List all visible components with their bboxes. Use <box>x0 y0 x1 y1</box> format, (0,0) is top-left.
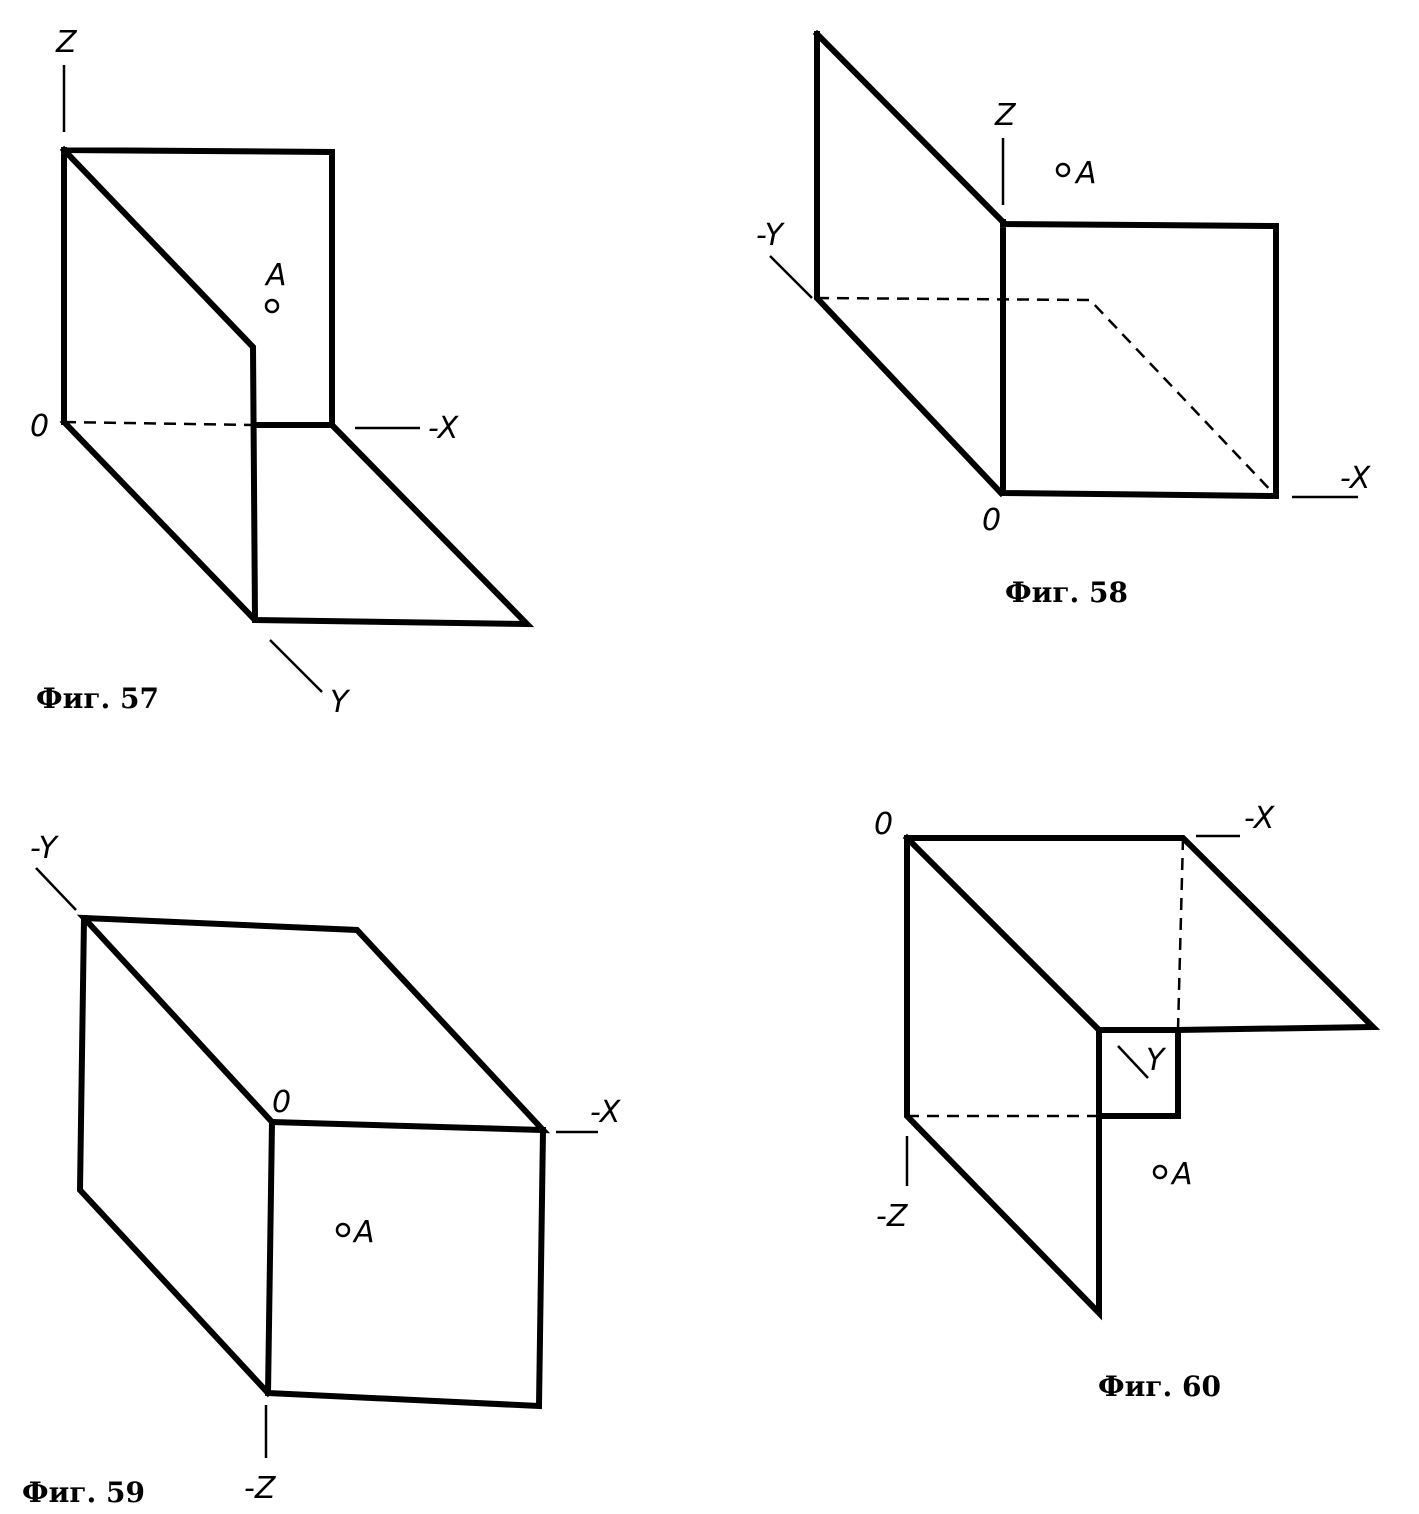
fig59-origin-label: 0 <box>272 1085 291 1120</box>
fig57-z-label: Z <box>55 25 78 60</box>
fig60-y-label: Y <box>1146 1043 1167 1078</box>
fig57-vertical-plane <box>60 146 335 428</box>
fig60-point-a-label: A <box>1170 1157 1193 1192</box>
fig59-profile-plane <box>76 914 273 1398</box>
fig58-point-a-label: A <box>1074 156 1097 191</box>
fig57-point-a <box>264 298 280 314</box>
fig59-y-axis <box>35 867 77 911</box>
fig58-y-axis <box>769 255 813 299</box>
fig58-point-a <box>1055 162 1071 178</box>
fig60-vertical-plane-visible <box>1096 1027 1181 1119</box>
fig58-vertical-plane <box>999 219 1279 500</box>
fig59-y-label: -Y <box>30 831 60 866</box>
fig60-hidden-edges <box>907 837 1185 1118</box>
fig58-x-label: -X <box>1340 461 1372 496</box>
figure-58: A Z -Y 0 -X Фиг. 58 <box>756 29 1372 609</box>
fig58-origin-label: 0 <box>982 503 1001 538</box>
figure-60: A 0 -X Y -Z Фиг. 60 <box>874 801 1381 1403</box>
fig57-x-label: -X <box>428 411 460 446</box>
fig59-point-a <box>335 1222 351 1238</box>
fig60-z-label: -Z <box>876 1199 909 1234</box>
fig59-horizontal-plane <box>76 914 551 1134</box>
fig59-caption: Фиг. 59 <box>22 1476 145 1509</box>
fig60-y-axis <box>1117 1045 1149 1079</box>
fig60-x-label: -X <box>1244 801 1276 836</box>
fig60-origin-label: 0 <box>874 807 893 842</box>
fig59-z-label: -Z <box>244 1471 277 1506</box>
fig57-point-a-label: A <box>264 258 287 293</box>
fig60-profile-plane <box>904 835 1102 1321</box>
fig57-hidden-edge <box>63 420 256 427</box>
figure-57: A Z 0 -X Y Фиг. 57 <box>30 25 535 720</box>
fig60-horizontal-plane <box>902 833 1381 1034</box>
fig57-y-label: Y <box>330 685 351 720</box>
fig59-vertical-plane <box>264 1118 547 1410</box>
fig58-z-label: Z <box>994 98 1017 133</box>
fig57-origin-label: 0 <box>30 409 49 444</box>
fig58-caption: Фиг. 58 <box>1005 576 1128 609</box>
fig59-point-a-label: A <box>352 1215 375 1250</box>
fig60-caption: Фиг. 60 <box>1098 1370 1221 1403</box>
fig60-point-a <box>1152 1164 1168 1180</box>
fig57-profile-plane <box>59 145 259 624</box>
fig57-horizontal-plane <box>59 417 535 628</box>
fig58-profile-plane <box>812 29 1008 498</box>
figure-59: A -Y 0 -X -Z Фиг. 59 <box>22 831 622 1509</box>
fig57-caption: Фиг. 57 <box>36 682 159 715</box>
fig58-hidden-edges <box>816 296 1277 497</box>
fig59-x-label: -X <box>590 1095 622 1130</box>
fig58-y-label: -Y <box>756 218 786 253</box>
fig57-y-axis <box>269 639 323 693</box>
